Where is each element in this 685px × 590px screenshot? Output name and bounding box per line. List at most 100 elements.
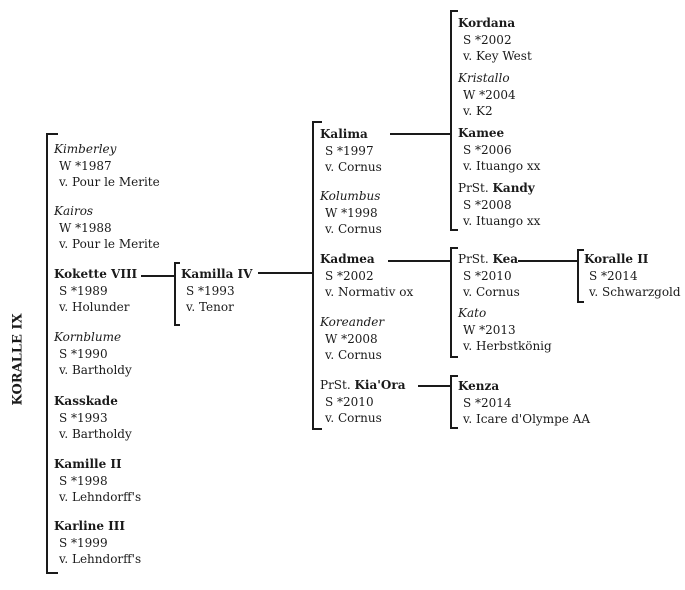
horse-card-kordana: Kordana S *2002 v. Key West [458, 15, 532, 65]
col4-low-bracket-vertical [450, 375, 452, 428]
connector-kiaora-kenza [418, 385, 450, 387]
horse-sire: v. Ituango xx [463, 159, 541, 173]
horse-year: S *2002 [463, 32, 512, 47]
horse-card-kandy: PrSt. Kandy S *2008 v. Ituango xx [458, 180, 540, 230]
horse-card-koralle-ii: Koralle II S *2014 v. Schwarzgold [584, 251, 681, 301]
horse-year: S *1989 [59, 283, 108, 298]
horse-card-kalima: Kalima S *1997 v. Cornus [320, 126, 382, 176]
horse-sire: v. Cornus [325, 411, 382, 425]
horse-name: Kalima [320, 127, 368, 141]
col4-upper-bracket-top [450, 10, 458, 12]
horse-prefix: PrSt. [458, 181, 493, 195]
horse-year: S *1998 [59, 473, 108, 488]
horse-name: Kamilla IV [181, 267, 253, 281]
horse-card-kamilla-iv: Kamilla IV S *1993 v. Tenor [181, 266, 252, 316]
horse-sire: v. Bartholdy [59, 427, 132, 441]
horse-card-kamee: Kamee S *2006 v. Ituango xx [458, 125, 540, 175]
col5-bracket-bottom [577, 301, 584, 303]
horse-year: S *2010 [463, 268, 512, 283]
horse-sire: v. K2 [463, 104, 493, 118]
horse-card-kamille-ii: Kamille II S *1998 v. Lehndorff's [54, 456, 141, 506]
horse-year: S *2006 [463, 142, 512, 157]
horse-name: Kornblume [54, 330, 122, 344]
horse-sire: v. Cornus [325, 160, 382, 174]
col4-mid-bracket-bottom [450, 356, 458, 358]
connector-kamilla-col3 [258, 272, 312, 274]
horse-name: Kristallo [458, 71, 510, 85]
horse-name: Kea [492, 252, 519, 266]
horse-name-row: PrSt. Kia'Ora [320, 377, 405, 394]
horse-sire: v. Pour le Merite [59, 237, 160, 251]
horse-name: Kia'Ora [354, 378, 406, 392]
horse-sire: v. Cornus [325, 348, 382, 362]
horse-year: W *2008 [325, 331, 378, 346]
horse-year: W *1987 [59, 158, 112, 173]
horse-card-kristallo: Kristallo W *2004 v. K2 [458, 70, 516, 120]
horse-name: Kadmea [320, 252, 375, 266]
horse-sire: v. Ituango xx [463, 214, 541, 228]
horse-year: S *1999 [59, 535, 108, 550]
horse-year: S *2002 [325, 268, 374, 283]
horse-name-row: PrSt. Kandy [458, 180, 540, 197]
col4-mid-bracket-top [450, 247, 458, 249]
horse-card-kairos: Kairos W *1988 v. Pour le Merite [54, 203, 160, 253]
horse-year: W *1988 [59, 220, 112, 235]
horse-sire: v. Bartholdy [59, 363, 132, 377]
col4-mid-bracket-vertical [450, 247, 452, 357]
col5-bracket-vertical [577, 249, 579, 302]
horse-name: Kimberley [54, 142, 117, 156]
horse-name: Kandy [492, 181, 535, 195]
horse-name: Kairos [54, 204, 94, 218]
horse-year: S *1990 [59, 346, 108, 361]
horse-name-row: PrSt. Kea [458, 251, 520, 268]
horse-year: S *1993 [186, 283, 235, 298]
horse-year: S *2010 [325, 394, 374, 409]
horse-card-kornblume: Kornblume S *1990 v. Bartholdy [54, 329, 132, 379]
horse-card-kimberley: Kimberley W *1987 v. Pour le Merite [54, 141, 160, 191]
connector-kadmea-col4 [388, 260, 450, 262]
horse-name: Kokette VIII [54, 267, 138, 281]
connector-kalima-col4 [390, 133, 450, 135]
horse-prefix: PrSt. [320, 378, 355, 392]
horse-card-kiaora: PrSt. Kia'Ora S *2010 v. Cornus [320, 377, 405, 427]
horse-sire: v. Key West [463, 49, 532, 63]
horse-card-kadmea: Kadmea S *2002 v. Normativ ox [320, 251, 413, 301]
col2-bracket-top [174, 262, 180, 264]
horse-card-kenza: Kenza S *2014 v. Icare d'Olympe AA [458, 378, 590, 428]
horse-sire: v. Lehndorff's [59, 552, 142, 566]
col4-low-bracket-bottom [450, 427, 458, 429]
horse-card-kokette-viii: Kokette VIII S *1989 v. Holunder [54, 266, 137, 316]
col3-bracket-vertical [312, 121, 314, 429]
horse-name: Kolumbus [320, 189, 381, 203]
horse-sire: v. Holunder [59, 300, 130, 314]
horse-name: Kamee [458, 126, 505, 140]
col4-upper-bracket-vertical [450, 10, 452, 230]
horse-sire: v. Schwarzgold [589, 285, 681, 299]
horse-card-kolumbus: Kolumbus W *1998 v. Cornus [320, 188, 382, 238]
connector-kea-col5 [518, 260, 577, 262]
horse-year: S *2008 [463, 197, 512, 212]
col4-upper-bracket-bottom [450, 229, 458, 231]
col1-bracket-bottom [46, 572, 58, 574]
col5-bracket-top [577, 249, 584, 251]
horse-year: W *2013 [463, 322, 516, 337]
col2-bracket-vertical [174, 262, 176, 325]
horse-card-kea: PrSt. Kea S *2010 v. Cornus [458, 251, 520, 301]
horse-year: W *1998 [325, 205, 378, 220]
col3-bracket-bottom [312, 428, 322, 430]
horse-sire: v. Lehndorff's [59, 490, 142, 504]
horse-sire: v. Pour le Merite [59, 175, 160, 189]
horse-name: Kamille II [54, 457, 122, 471]
horse-name: Koralle II [584, 252, 649, 266]
connector-kokette-kamilla [141, 275, 174, 277]
horse-name: Kasskade [54, 394, 118, 408]
horse-name: Kenza [458, 379, 500, 393]
horse-name: Karline III [54, 519, 126, 533]
horse-year: S *2014 [463, 395, 512, 410]
horse-name: Koreander [320, 315, 385, 329]
root-label: KORALLE IX [10, 313, 26, 406]
horse-sire: v. Cornus [463, 285, 520, 299]
horse-sire: v. Normativ ox [325, 285, 414, 299]
horse-sire: v. Herbstkönig [463, 339, 552, 353]
